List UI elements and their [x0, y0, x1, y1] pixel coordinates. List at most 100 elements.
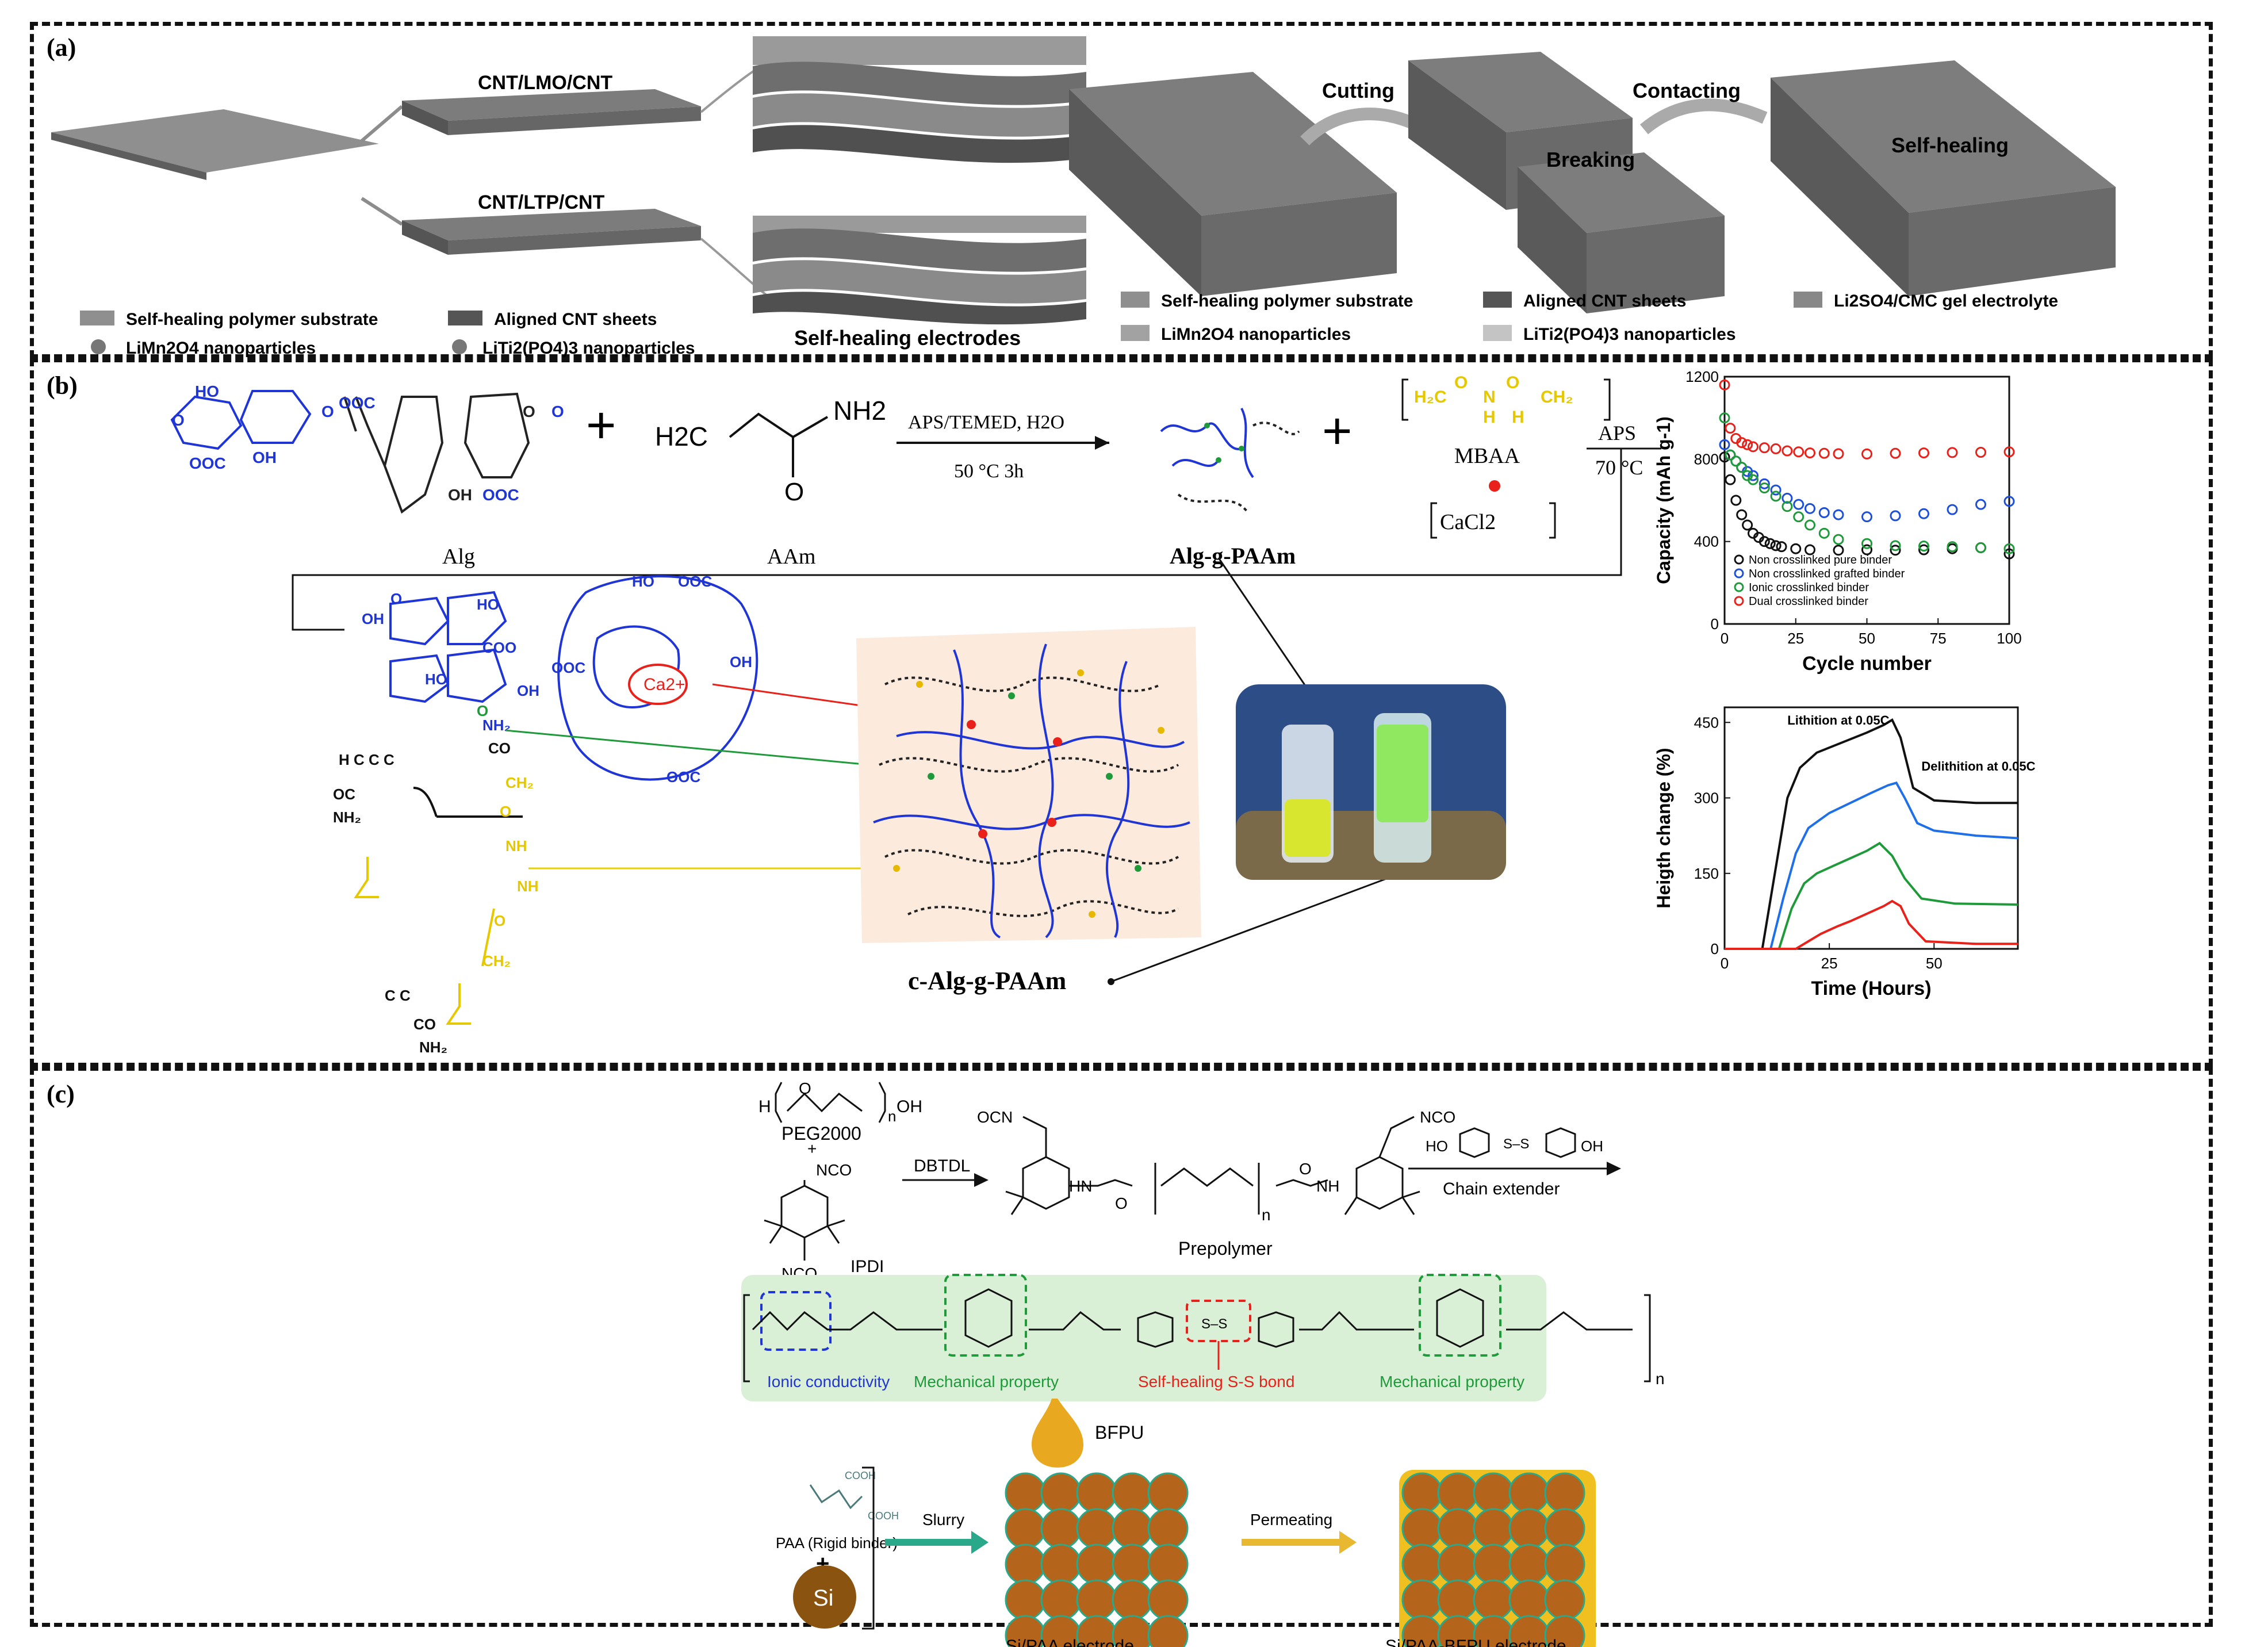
chart1-point: [1782, 501, 1793, 512]
legend-right-5: LiTi2(PO4)3 nanoparticles: [1523, 325, 1736, 344]
cnt-lmo-sheet: [402, 89, 701, 121]
chart1-point: [1833, 448, 1844, 459]
bfpu-n: n: [1656, 1370, 1665, 1388]
si-particle: [1473, 1472, 1514, 1514]
reaction-conditions-bottom: 50 °C 3h: [954, 461, 1024, 482]
prepolymer-hn: HN: [1069, 1177, 1092, 1195]
svg-text:OOC: OOC: [189, 454, 226, 472]
cnt-ltp-front: [448, 226, 701, 255]
peg-h: H: [758, 1097, 771, 1116]
peg-oh: OH: [897, 1097, 922, 1116]
alg-label: Alg: [442, 545, 475, 569]
chart2-xtick-label: 50: [1926, 955, 1943, 972]
substrate-sheet: [51, 109, 379, 173]
chart1-point: [1793, 446, 1805, 458]
chart2-xlabel: Time (Hours): [1811, 978, 1931, 999]
chart1-point: [1918, 508, 1929, 519]
chart1-legend-label: Ionic crosslinked binder: [1749, 581, 1869, 594]
tag-self-healing-ss: Self-healing S-S bond: [1138, 1373, 1294, 1391]
svg-text:OH: OH: [252, 449, 277, 466]
chain-extender-oh: OH: [1581, 1137, 1603, 1155]
chart1-point: [1759, 478, 1770, 489]
chart1-point: [2003, 446, 2015, 458]
legend-right-2: Aligned CNT sheets: [1523, 292, 1686, 311]
panel-b-graphic: (b) HO O OOC OH O OOC OH OOC O O Alg + H…: [47, 368, 2036, 1056]
alg-labels: HO O OOC OH O OOC OH OOC O O: [172, 382, 564, 504]
svg-text:COO: COO: [482, 639, 516, 656]
chart1-point: [1725, 474, 1736, 485]
bfpu-chain: [752, 1288, 1633, 1348]
cutting-arrow: [1300, 108, 1417, 145]
ca-dot-marker: [1489, 480, 1500, 492]
panel-a-graphic: (a) CNT/LMO/CNT CNT/LTP/CNT: [47, 33, 2116, 358]
reaction-conditions-top: APS/TEMED, H2O: [908, 412, 1064, 433]
panel-b-label: (b): [47, 371, 78, 400]
chart1-point: [1947, 447, 1958, 458]
si-particle: [1544, 1472, 1585, 1514]
paa-si-bracket: [862, 1466, 875, 1630]
alg-g-paam-label: Alg-g-PAAm: [1170, 543, 1296, 569]
chart1-ytick-label: 1200: [1685, 368, 1719, 385]
chart1-point: [1719, 412, 1730, 424]
chart1-legend-marker: [1734, 582, 1744, 592]
peg-n: n: [888, 1108, 896, 1125]
legend-swatch-r1: [1121, 292, 1150, 308]
si-particle: [1437, 1543, 1478, 1585]
crosslinked-structure: [354, 575, 758, 1025]
si-particle: [1401, 1579, 1443, 1621]
chart1-point: [1861, 544, 1872, 556]
chart1-point: [1793, 511, 1805, 523]
chart1-point: [1918, 541, 1929, 552]
legend-left-4: LiTi2(PO4)3 nanoparticles: [482, 339, 695, 358]
aam-h2c: H2C: [655, 422, 708, 451]
si-paa-electrode: [1005, 1472, 1189, 1647]
chart2-series-line: [1725, 781, 2018, 950]
svg-text:CO: CO: [413, 1016, 436, 1033]
chart1-point: [1719, 379, 1730, 390]
mbaa-formula: H₂C O N O CH₂ H H: [1414, 373, 1573, 427]
chart1-point: [1975, 447, 1986, 458]
chart1-ytick-label: 800: [1694, 450, 1719, 468]
chart1-point: [1890, 540, 1901, 551]
chart1-point: [1818, 527, 1830, 539]
svg-text:O: O: [172, 411, 185, 429]
cacl2-brackets: [1430, 502, 1556, 539]
chart2-frame: [1723, 706, 2019, 950]
panel-c: (c) H O n OH PEG2000 + NCO NCO IPDI DBTD…: [30, 1067, 2213, 1647]
bfpu-structure-band: [741, 1275, 1546, 1401]
chart1-point: [2003, 496, 2015, 507]
crosslinked-labels: O OH HO COO HO OH OOC HO OOC OH OOC NH₂ …: [333, 573, 752, 1056]
chart1-ytick-label: 400: [1694, 533, 1719, 550]
chart1-point: [1730, 455, 1742, 467]
self-healing-label: Self-healing: [1891, 133, 2009, 157]
si-particle: [1508, 1472, 1550, 1514]
peg-bracket-right: [878, 1082, 886, 1123]
chart1-point: [1833, 545, 1844, 556]
chart1-point: [1918, 447, 1929, 459]
alg-structure: [170, 390, 530, 514]
legend-right: Self-healing polymer substrate Aligned C…: [1121, 292, 2058, 344]
svg-text:H₂C: H₂C: [1414, 388, 1447, 407]
slurry-arrow-head: [971, 1531, 989, 1554]
chart1-xtick-label: 25: [1787, 630, 1804, 647]
prepolymer-n: n: [1262, 1206, 1271, 1224]
prepolymer-labels: OCN HN O n O NH NCO: [977, 1108, 1455, 1224]
si-particle: [1076, 1508, 1117, 1549]
svg-text:C C: C C: [385, 987, 411, 1004]
dbtdl-label: DBTDL: [914, 1156, 970, 1175]
tag-mechanical-left: Mechanical property: [914, 1373, 1059, 1391]
chart1-point: [1805, 519, 1815, 531]
svg-text:OH: OH: [362, 610, 384, 627]
si-particle: [1508, 1579, 1550, 1621]
legend-swatch-1: [80, 311, 114, 325]
ipdi-segment-box-left: [944, 1274, 1027, 1357]
si-particle: [1401, 1543, 1443, 1585]
chart1-point: [1776, 541, 1787, 553]
cnt-ltp-label: CNT/LTP/CNT: [478, 191, 605, 213]
si-particle: [1473, 1543, 1514, 1585]
ipdi-label: IPDI: [850, 1257, 884, 1276]
chart1-xtick-label: 75: [1930, 630, 1947, 647]
chart1-point: [2003, 543, 2015, 554]
svg-text:O: O: [477, 702, 488, 719]
battery-stack-healed: [1771, 60, 2116, 296]
